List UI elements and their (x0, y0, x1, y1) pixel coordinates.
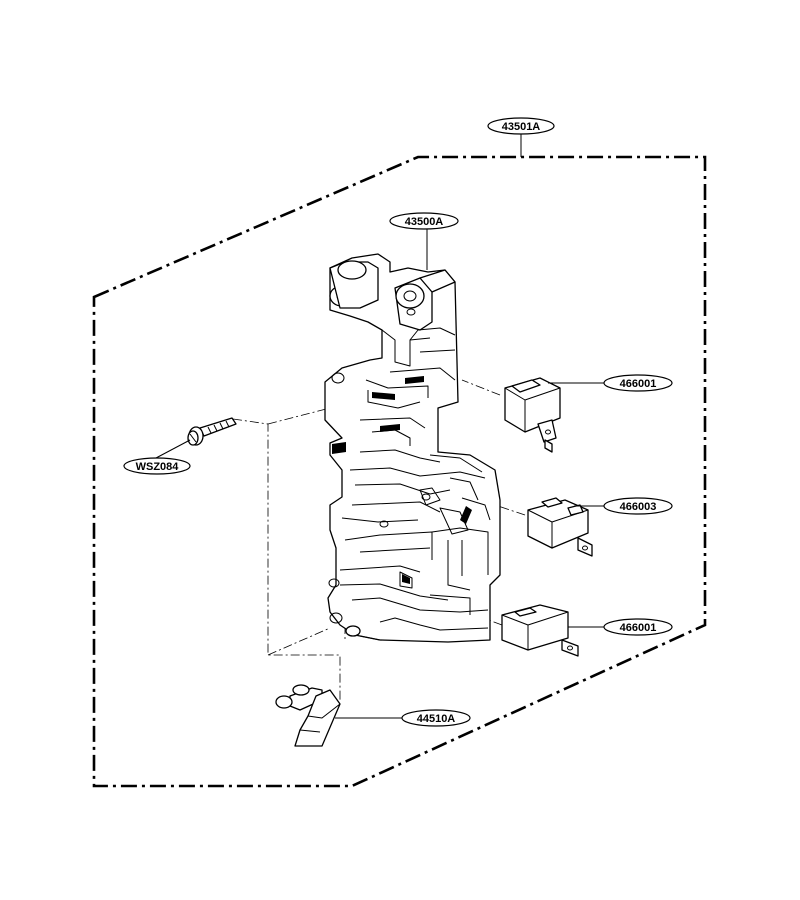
callout-text-466001-lower: 466001 (620, 622, 657, 634)
screw-wsz084 (187, 417, 237, 446)
callout-text-466001-upper: 466001 (620, 378, 657, 390)
callout-text-43501a: 43501A (502, 121, 541, 133)
callout-screw-wsz084: WSZ084 (123, 457, 191, 475)
callout-oval (603, 374, 673, 392)
callout-assembly-43501a: 43501A (487, 117, 555, 135)
callout-oval (123, 457, 191, 475)
callout-switch-middle-466003: 466003 (603, 497, 673, 515)
callout-text-44510a: 44510A (417, 713, 456, 725)
lever-44510a (275, 684, 341, 747)
leader-lines (155, 133, 604, 719)
callout-oval (603, 618, 673, 636)
callout-oval (487, 117, 555, 135)
callout-text-43500a: 43500A (405, 216, 444, 228)
switch-middle-466003 (527, 497, 593, 557)
callout-text-wsz084: WSZ084 (136, 461, 180, 473)
callout-oval (389, 212, 459, 230)
bracket-43500a (324, 253, 501, 643)
switch-upper-466001 (504, 377, 561, 453)
callout-bracket-43500a: 43500A (389, 212, 459, 230)
callout-oval (603, 497, 673, 515)
callout-oval (401, 709, 471, 727)
assembly-boundary (92, 155, 707, 788)
callout-lever-44510a: 44510A (401, 709, 471, 727)
callout-switch-lower-466001: 466001 (603, 618, 673, 636)
callout-text-466003: 466003 (620, 501, 657, 513)
switch-lower-466001 (501, 604, 579, 657)
callout-switch-upper-466001: 466001 (603, 374, 673, 392)
